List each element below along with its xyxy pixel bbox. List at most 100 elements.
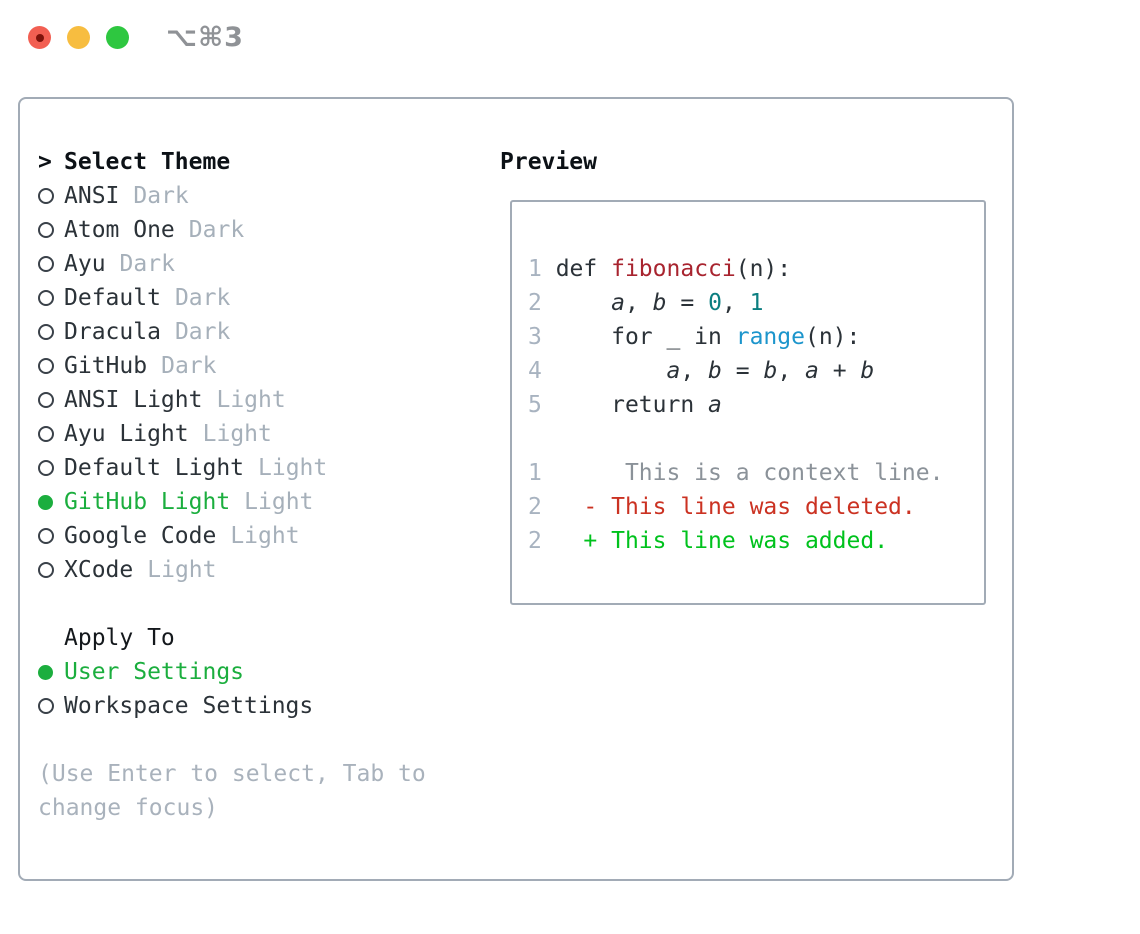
theme-option-tag: Light	[216, 387, 286, 413]
apply-option-label: User Settings	[64, 659, 245, 685]
theme-option-label: XCode	[64, 557, 134, 583]
code-segment: a	[708, 392, 722, 418]
code-segment: return	[541, 392, 709, 418]
code-segment: - This line was deleted.	[541, 494, 916, 520]
radio-icon	[38, 562, 64, 578]
code-segment: for _ in	[541, 324, 736, 350]
apply-option-workspace-settings[interactable]: Workspace Settings	[38, 689, 426, 723]
line-number: 5	[528, 392, 542, 418]
code-segment: (n):	[735, 256, 792, 282]
theme-select-header: > Select Theme	[38, 145, 426, 179]
diff-line: 2 - This line was deleted.	[528, 490, 984, 524]
keyboard-shortcut-label: ⌥⌘3	[166, 22, 244, 53]
theme-option-tag: Dark	[161, 353, 217, 379]
theme-option-label: GitHub	[64, 353, 148, 379]
hint-line: (Use Enter to select, Tab to	[38, 761, 426, 787]
cursor-marker: >	[38, 149, 52, 175]
theme-option-label: ANSI Light	[64, 387, 203, 413]
radio-icon	[38, 494, 64, 510]
theme-option-label: Dracula	[64, 319, 161, 345]
apply-to-title: Apply To	[64, 625, 175, 651]
radio-icon	[38, 290, 64, 306]
theme-option-label: ANSI	[64, 183, 120, 209]
radio-icon	[38, 358, 64, 374]
theme-option-dracula[interactable]: Dracula Dark	[38, 315, 426, 349]
theme-option-tag: Dark	[174, 319, 231, 345]
hint-text: (Use Enter to select, Tab to change focus…	[38, 757, 426, 825]
theme-option-tag: Light	[202, 421, 272, 447]
theme-option-default-light[interactable]: Default Light Light	[38, 451, 426, 485]
code-segment	[542, 290, 611, 316]
line-number: 2	[528, 494, 542, 520]
apply-option-label: Workspace Settings	[64, 693, 314, 719]
code-line: 2 a, b = 0, 1	[528, 286, 984, 320]
code-segment: fibonacci	[611, 256, 736, 282]
radio-icon	[38, 222, 64, 238]
theme-option-label: Default	[64, 285, 161, 311]
code-segment: + This line was added.	[541, 528, 889, 554]
theme-option-ayu[interactable]: Ayu Dark	[38, 247, 426, 281]
zoom-button-icon[interactable]	[106, 26, 129, 49]
code-segment: ,	[777, 358, 806, 384]
diff-line: 1 This is a context line.	[528, 456, 984, 490]
theme-option-github[interactable]: GitHub Dark	[38, 349, 426, 383]
theme-option-tag: Dark	[119, 251, 175, 277]
theme-option-tag: Light	[230, 523, 300, 549]
code-segment: a	[666, 358, 681, 384]
code-segment: ,	[721, 290, 750, 316]
code-segment: =	[721, 358, 764, 384]
theme-option-label: GitHub Light	[64, 489, 231, 515]
line-number: 1	[528, 460, 542, 486]
theme-option-default[interactable]: Default Dark	[38, 281, 426, 315]
theme-option-tag: Light	[258, 455, 328, 481]
radio-icon	[38, 460, 64, 476]
code-segment: a	[805, 358, 819, 384]
radio-icon	[38, 256, 64, 272]
code-segment: This is a context line.	[541, 460, 944, 486]
theme-option-ansi-light[interactable]: ANSI Light Light	[38, 383, 426, 417]
radio-icon	[38, 392, 64, 408]
code-segment: b	[860, 358, 875, 384]
apply-option-user-settings[interactable]: User Settings	[38, 655, 426, 689]
code-segment: +	[818, 358, 861, 384]
preview-column: Preview 1 def fibonacci(n):2 a, b = 0, 1…	[500, 145, 986, 605]
hint-line: change focus)	[38, 795, 219, 821]
line-number: 2	[528, 290, 542, 316]
preview-header: Preview	[500, 145, 986, 179]
close-button-icon[interactable]	[28, 26, 51, 49]
diff-line: 2 + This line was added.	[528, 524, 984, 558]
theme-option-label: Default Light	[64, 455, 245, 481]
radio-icon	[38, 426, 64, 442]
theme-option-tag: Dark	[174, 285, 231, 311]
code-line: 3 for _ in range(n):	[528, 320, 984, 354]
theme-option-label: Ayu	[64, 251, 106, 277]
preview-title: Preview	[500, 149, 597, 175]
apply-to-header: Apply To	[38, 621, 426, 655]
code-segment: b	[652, 290, 667, 316]
radio-icon	[38, 324, 64, 340]
line-number: 2	[528, 528, 542, 554]
code-line: 4 a, b = b, a + b	[528, 354, 984, 388]
radio-icon	[38, 664, 64, 680]
code-segment: a	[611, 290, 625, 316]
code-segment: (n):	[804, 324, 861, 350]
theme-select-title: Select Theme	[64, 149, 231, 175]
theme-option-label: Atom One	[64, 217, 175, 243]
minimize-button-icon[interactable]	[67, 26, 90, 49]
line-number: 4	[528, 358, 542, 384]
code-segment: =	[666, 290, 709, 316]
radio-icon	[38, 528, 64, 544]
code-segment: def	[541, 256, 612, 282]
spacer	[38, 723, 426, 757]
radio-icon	[38, 698, 64, 714]
